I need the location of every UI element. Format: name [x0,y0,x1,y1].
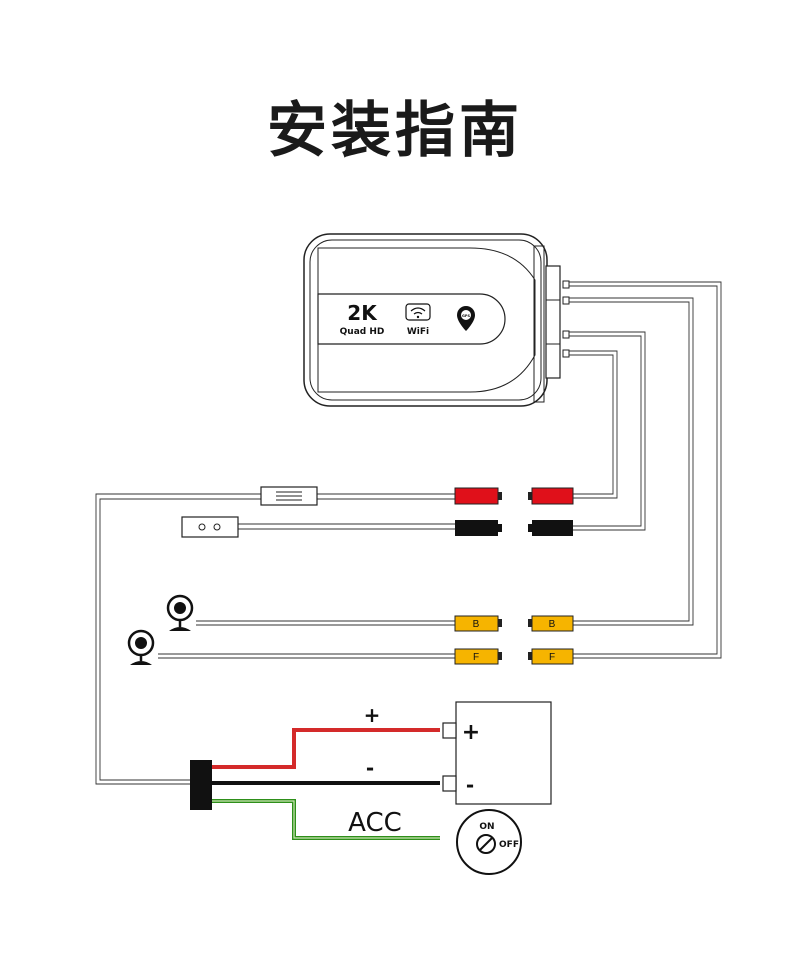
gps-pin-icon [457,306,475,331]
dashcam-device [303,233,561,407]
device-connector-pins [562,280,570,358]
wifi-label: WiFi [407,327,429,337]
gps-label: GPS [462,314,470,318]
red-wire [212,728,440,769]
inline-fuse [260,486,318,506]
front-camera-icon [127,629,155,665]
battery-negative-terminal: - [466,773,474,797]
power-junction-block [190,760,212,810]
black-plug-right [528,520,573,536]
green-wire [212,799,440,840]
negative-wire-label: - [366,756,374,780]
led-indicator [181,516,239,538]
resolution-quad-hd: Quad HD [340,327,385,337]
positive-wire-label: + [364,703,381,727]
front-camera-plug-left [454,648,502,665]
wifi-icon [405,303,431,321]
ignition-on-label: ON [479,822,494,832]
black-plug-left [455,520,502,536]
resolution-2k: 2K [347,301,378,325]
red-plug-left [454,487,502,505]
rear-camera-plug-right [528,615,574,632]
rear-camera-icon [166,594,194,631]
battery-box [442,701,552,805]
battery-positive-terminal: + [462,720,480,745]
rear-plug-right-label: B [549,619,556,630]
signal-wires [95,281,722,785]
rear-camera-plug-left [454,615,502,632]
front-plug-right-label: F [549,652,555,663]
red-plug-right [528,487,574,505]
ignition-switch-icon [456,809,522,875]
front-plug-left-label: F [473,652,479,663]
rear-plug-left-label: B [473,619,480,630]
ignition-off-label: OFF [499,840,519,850]
acc-label: ACC [348,808,402,838]
front-camera-plug-right [528,648,574,665]
page-title: 安装指南 [267,96,523,166]
